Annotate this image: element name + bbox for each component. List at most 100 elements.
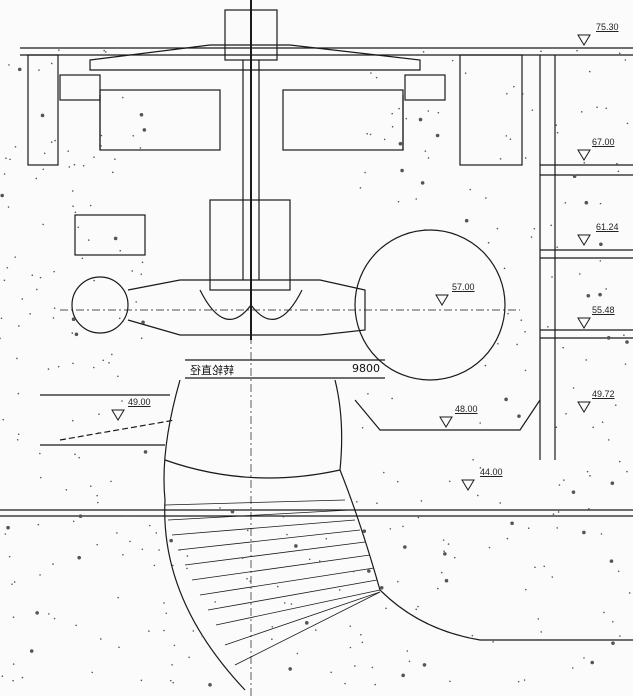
concrete-speck [537,618,540,620]
concrete-speck [35,177,38,180]
concrete-speck [594,145,597,148]
concrete-speck [442,539,445,541]
concrete-speck [485,197,487,199]
concrete-speck [492,641,494,643]
concrete-speck [131,270,133,272]
concrete-speck [308,558,311,561]
concrete-speck [188,656,190,659]
concrete-speck [103,49,105,52]
elevation-label: 75.30 [596,22,619,32]
concrete-speck [0,193,4,198]
concrete-speck [129,53,131,56]
concrete-speck [624,363,627,365]
concrete-speck [582,530,586,535]
concrete-speck [192,630,195,632]
concrete-speck [117,596,119,599]
concrete-speck [586,470,589,473]
concrete-speck [572,174,577,179]
concrete-speck [556,527,559,529]
concrete-speck [616,162,618,165]
concrete-speck [444,578,449,583]
concrete-speck [344,682,346,685]
concrete-speck [551,276,553,278]
concrete-speck [140,679,143,682]
concrete-speck [42,223,44,226]
concrete-speck [588,508,590,510]
concrete-speck [555,426,558,429]
concrete-speck [93,366,95,369]
concrete-speck [0,337,1,340]
concrete-speck [2,418,5,421]
concrete-speck [415,608,418,611]
concrete-speck [601,421,604,423]
concrete-speck [464,218,469,223]
concrete-speck [524,157,527,159]
elevation-label: 55.48 [592,305,615,315]
concrete-speck [8,555,11,558]
concrete-speck [611,641,615,645]
concrete-speck [543,565,546,568]
concrete-speck [617,570,620,573]
concrete-speck [607,439,610,441]
elevation-label: 61.24 [596,222,619,232]
concrete-speck [100,134,103,137]
concrete-speck [551,576,554,578]
concrete-speck [169,679,172,682]
concrete-speck [72,520,75,523]
concrete-speck [564,201,567,204]
concrete-speck [435,133,440,138]
concrete-speck [578,273,581,275]
concrete-speck [241,557,244,559]
concrete-speck [379,585,384,590]
concrete-speck [565,412,567,415]
concrete-speck [6,525,10,530]
concrete-speck [547,326,549,328]
concrete-speck [12,616,15,618]
concrete-speck [81,257,84,260]
concrete-speck [74,453,76,456]
concrete-speck [282,515,285,518]
concrete-speck [513,85,515,88]
concrete-speck [17,433,20,436]
concrete-speck [40,113,45,118]
concrete-speck [617,170,620,173]
concrete-speck [524,330,526,333]
concrete-speck [78,456,80,459]
concrete-speck [53,307,56,309]
concrete-speck [67,150,69,152]
concrete-speck [352,570,355,573]
concrete-speck [437,111,440,114]
concrete-speck [558,484,561,486]
concrete-speck [383,471,385,474]
concrete-speck [31,274,34,276]
concrete-speck [361,426,364,429]
concrete-speck [472,458,474,461]
concrete-speck [451,59,454,62]
concrete-speck [437,587,439,590]
concrete-speck [111,353,113,356]
concrete-speck [609,559,614,563]
concrete-speck [89,66,92,68]
concrete-speck [165,612,168,615]
concrete-speck [497,342,499,345]
concrete-speck [505,135,508,137]
concrete-speck [21,676,24,679]
concrete-speck [294,544,298,548]
concrete-speck [588,70,591,73]
concrete-speck [619,635,621,637]
concrete-speck [403,545,407,549]
concrete-speck [98,413,100,416]
concrete-speck [169,538,173,543]
concrete-speck [39,476,42,479]
concrete-speck [374,683,376,686]
concrete-speck [590,660,595,665]
concrete-speck [117,375,119,378]
concrete-speck [583,162,586,164]
concrete-speck [599,202,602,205]
concrete-speck [36,288,38,291]
elevation-label: 49.72 [592,389,615,399]
concrete-speck [93,279,95,282]
concrete-speck [283,602,286,604]
concrete-speck [349,646,352,649]
concrete-speck [16,439,19,441]
